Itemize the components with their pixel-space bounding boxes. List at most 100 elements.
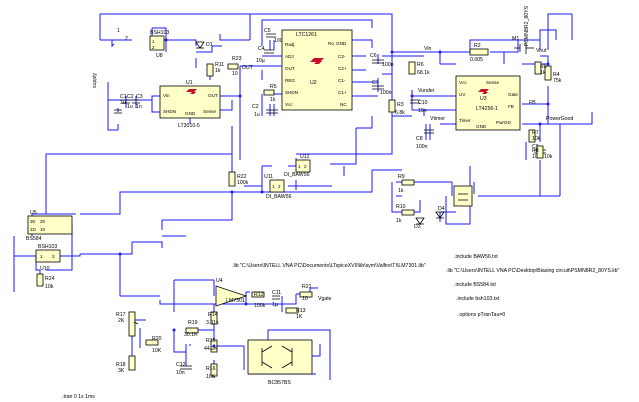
net-label-vin: Vin	[424, 46, 432, 52]
r12-resistor[interactable]: R12 100k	[251, 291, 266, 309]
r16-resistor[interactable]: R16 10K	[206, 363, 218, 380]
c7-capacitor[interactable]: C7 100n	[372, 80, 392, 96]
r3-resistor[interactable]: R3 6.8k	[388, 99, 405, 116]
u4-opamp[interactable]: U4 LM7301	[215, 278, 248, 307]
u5-component[interactable]: 30 20 1D 10 U5 BS584	[26, 210, 73, 242]
svg-text:1: 1	[40, 254, 43, 259]
svg-text:1: 1	[272, 184, 275, 189]
junction-dots	[118, 38, 550, 348]
u3-pin-timer: Timer	[459, 118, 471, 123]
r15-resistor[interactable]: R15 44.2K	[204, 338, 218, 353]
r8-resistor[interactable]: R8 10k	[532, 145, 553, 160]
directive-options: .options pTranTau=0	[458, 312, 505, 318]
r21-ref-label: R21	[302, 284, 312, 290]
r14-value-label: 3.01k	[206, 320, 219, 326]
m1-mosfet[interactable]: M1 PSMN8R2_80YS	[512, 5, 534, 54]
r13-resistor[interactable]: R13 1K	[285, 307, 306, 320]
u2-pin-c2m: C2-	[338, 54, 346, 59]
r9-resistor[interactable]: R9 1k	[398, 174, 415, 194]
u11-part-label: DI_BAW56	[266, 194, 292, 200]
u2-charge-pump[interactable]: LTC1261 Ro GND Radj C2- ADJ C2+ OUT C1- …	[281, 29, 353, 111]
u1-regulator[interactable]: U1 Vin OUT SHDN Sense GND LT3010-5	[159, 80, 221, 129]
net-label-fb: FB	[529, 100, 536, 106]
r1-resistor[interactable]: R5 1k	[263, 84, 277, 103]
q-dual-transistor[interactable]: BC857BS	[247, 339, 313, 386]
c9-ref-label: C9	[532, 144, 539, 150]
d1-diode[interactable]: D1	[195, 41, 213, 49]
lt-logo-icon	[310, 58, 324, 64]
c5-capacitor[interactable]: C5 100n	[264, 28, 286, 44]
r5-resistor[interactable]: R5 1k	[534, 61, 547, 76]
c1-capacitor[interactable]: C1 1u	[114, 94, 127, 114]
r17-value-label: 2K	[118, 318, 125, 324]
r12-value-label: 100k	[254, 303, 266, 309]
r6-value-label: 68.1k	[417, 70, 430, 76]
d3-diode[interactable]: D3	[414, 217, 425, 230]
r23-ref-label: R23	[232, 56, 242, 62]
directive-tran: .tran 0 1s 1ms	[62, 394, 95, 400]
u3-pin-gate: Gate	[508, 92, 518, 97]
spice-directives[interactable]: .include BAW56.txt .lib "C:\Users\INTELL…	[62, 254, 619, 400]
c11-opamp-capacitor[interactable]: C11 1µ	[272, 290, 281, 308]
c2-ref-label: C2	[127, 94, 134, 100]
u2-pin-radj: Radj	[285, 42, 294, 47]
u5-pin-1d: 1D	[30, 227, 37, 232]
c12-capacitor[interactable]: C12 10n	[176, 362, 192, 376]
c9-value-label: 10n	[532, 154, 541, 160]
r18-resistor[interactable]: R18 3K	[116, 355, 136, 374]
r11-resistor[interactable]: R11 1k	[206, 62, 224, 77]
c8-capacitor[interactable]: C8 100n	[416, 129, 434, 150]
r16-ref-label: R16	[206, 366, 216, 372]
r16-value-label: 10K	[206, 374, 216, 380]
svg-text:2: 2	[304, 164, 307, 169]
c2-capacitor[interactable]: C2 1u	[122, 94, 134, 110]
u3-hotswap[interactable]: Vcc Sense UV Gate Timer FB GND PwrGD U3 …	[455, 75, 521, 131]
u2-pin-nc: NC	[340, 102, 347, 107]
r21-resistor[interactable]: R21 10	[299, 284, 313, 302]
c8-value-label: 100n	[416, 144, 428, 150]
net-label-vunder: Vunder	[418, 88, 435, 94]
r24-resistor[interactable]: R24 10k	[36, 273, 55, 290]
c10-capacitor[interactable]: C10 10n	[410, 99, 428, 114]
r14-resistor[interactable]: R14 3.01k	[206, 311, 219, 326]
switch-block[interactable]	[453, 185, 473, 207]
c6-capacitor[interactable]: C6 100n	[370, 53, 394, 68]
r4-ref-label: R4	[553, 72, 560, 78]
r2-resistor[interactable]: R2 0.005	[469, 43, 489, 63]
r19-resistor[interactable]: R19 30.1K	[184, 320, 199, 338]
r10-ref-label: R10	[396, 204, 406, 210]
c11-capacitor[interactable]: C2 1u	[252, 104, 278, 118]
u1-pin-out: OUT	[208, 93, 218, 98]
r19-value-label: 30.1K	[184, 332, 198, 338]
r22-resistor[interactable]: R22 100k	[228, 171, 249, 187]
net-label-out: OUT	[242, 65, 254, 71]
directive-include-baw56: .include BAW56.txt	[454, 254, 498, 260]
c3-capacitor[interactable]: C3 1n	[132, 94, 143, 110]
r5-value-label: 1k	[540, 70, 546, 76]
c1-ref-label: C1	[120, 94, 127, 100]
r4-resistor[interactable]: R4 75k	[544, 65, 562, 84]
u2-part-label: LTC1261	[296, 32, 317, 38]
directive-lib-psmn: .lib "C:\Users\INTELL VNA PC\Desktop\Bia…	[446, 268, 619, 274]
r23-resistor[interactable]: R23 10	[227, 56, 242, 77]
u12-part-label: DI_BAW56	[284, 172, 310, 178]
r17-potentiometer[interactable]: R17 2K	[116, 311, 139, 337]
r8-value-label: 10k	[544, 154, 553, 160]
u8-part-label: BSH103	[150, 30, 169, 36]
net-label-vtimer: Vtimer	[430, 116, 445, 122]
c4-capacitor[interactable]: C4 10µ	[256, 46, 274, 64]
r10-resistor[interactable]: R10 1k	[396, 204, 415, 224]
u8-mosfet[interactable]: 12 BSH103 U8	[149, 30, 169, 59]
c6-value-label: 100n	[382, 62, 394, 68]
d4-diode[interactable]: D4	[435, 206, 445, 219]
r6-resistor[interactable]: R6 68.1k	[408, 61, 430, 76]
net-label-num2: 2	[125, 36, 128, 42]
r20-resistor[interactable]: R20 10K	[145, 336, 162, 354]
r11-ref-label: R11	[215, 62, 224, 68]
lt-logo-icon	[186, 89, 197, 94]
r7-resistor[interactable]: R7 10k	[528, 129, 541, 143]
